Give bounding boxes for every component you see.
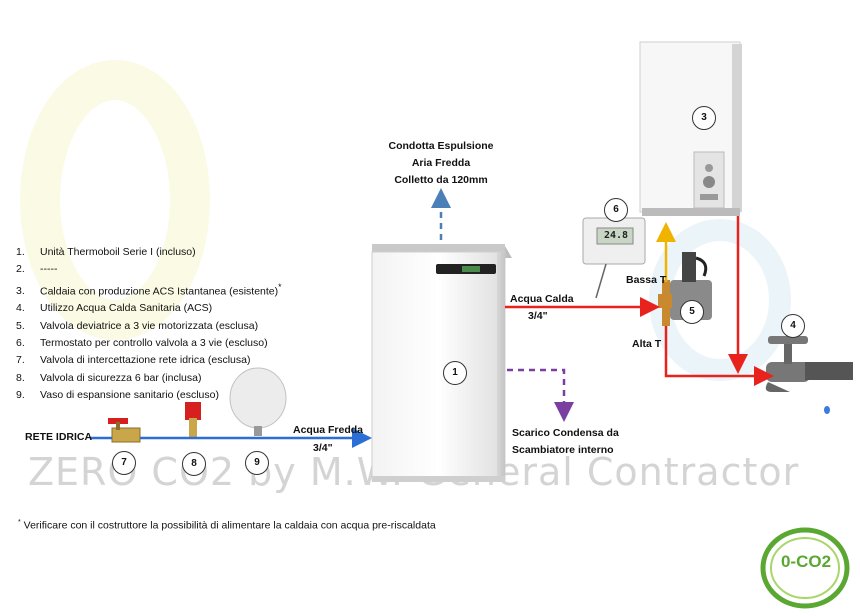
hot-water-label: Acqua Calda bbox=[510, 293, 574, 305]
legend-item: 1.Unità Thermoboil Serie I (incluso) bbox=[16, 246, 196, 258]
shutoff-valve bbox=[108, 418, 141, 443]
condensate-label: Scarico Condensa da Scambiatore interno bbox=[512, 427, 619, 456]
legend-item: 2.----- bbox=[16, 263, 58, 276]
high-temp-label: Alta T bbox=[632, 338, 662, 350]
cold-water-label: Acqua Fredda bbox=[293, 424, 364, 436]
company-logo bbox=[760, 527, 850, 609]
high-temp-line bbox=[664, 326, 774, 386]
legend-item: 4.Utilizzo Acqua Calda Sanitaria (ACS) bbox=[16, 302, 213, 315]
legend-item: 5.Valvola deviatrice a 3 vie motorizzata… bbox=[16, 319, 259, 332]
water-tap bbox=[765, 336, 853, 414]
badge-9: 9 bbox=[245, 451, 269, 475]
badge-8: 8 bbox=[182, 452, 206, 476]
cold-water-size: 3/4" bbox=[313, 442, 333, 454]
wall-boiler bbox=[639, 41, 742, 216]
legend-item: 3.Caldaia con produzione ACS Istantanea … bbox=[16, 281, 282, 298]
badge-4: 4 bbox=[781, 314, 805, 338]
low-temp-label: Bassa T bbox=[626, 274, 667, 286]
thermoboil-unit bbox=[371, 244, 512, 482]
footnote: * Verificare con il costruttore la possi… bbox=[18, 519, 436, 532]
thermostat-display: 24.8 bbox=[603, 230, 629, 241]
legend-item: 7.Valvola di intercettazione rete idrica… bbox=[16, 354, 251, 367]
legend-item: 6.Termostato per controllo valvola a 3 v… bbox=[16, 336, 268, 349]
expansion-vessel bbox=[229, 367, 287, 436]
legend-item: 8.Valvola di sicurezza 6 bar (inclusa) bbox=[16, 371, 202, 384]
component-legend: 1.Unità Thermoboil Serie I (incluso) 2.-… bbox=[16, 244, 282, 404]
logo-text: 0-CO2 bbox=[780, 552, 832, 571]
condensate-drain bbox=[507, 368, 574, 422]
legend-item: 9.Vaso di espansione sanitario (escluso) bbox=[16, 388, 219, 401]
hot-water-size: 3/4" bbox=[528, 310, 548, 322]
exhaust-label: Condotta Espulsione Aria Fredda Colletto… bbox=[388, 140, 494, 186]
safety-valve bbox=[185, 402, 201, 438]
badge-5: 5 bbox=[680, 300, 704, 324]
badge-7: 7 bbox=[112, 451, 136, 475]
water-mains-label: RETE IDRICA bbox=[25, 431, 93, 443]
badge-1: 1 bbox=[443, 361, 467, 385]
badge-3: 3 bbox=[692, 106, 716, 130]
badge-6: 6 bbox=[604, 198, 628, 222]
